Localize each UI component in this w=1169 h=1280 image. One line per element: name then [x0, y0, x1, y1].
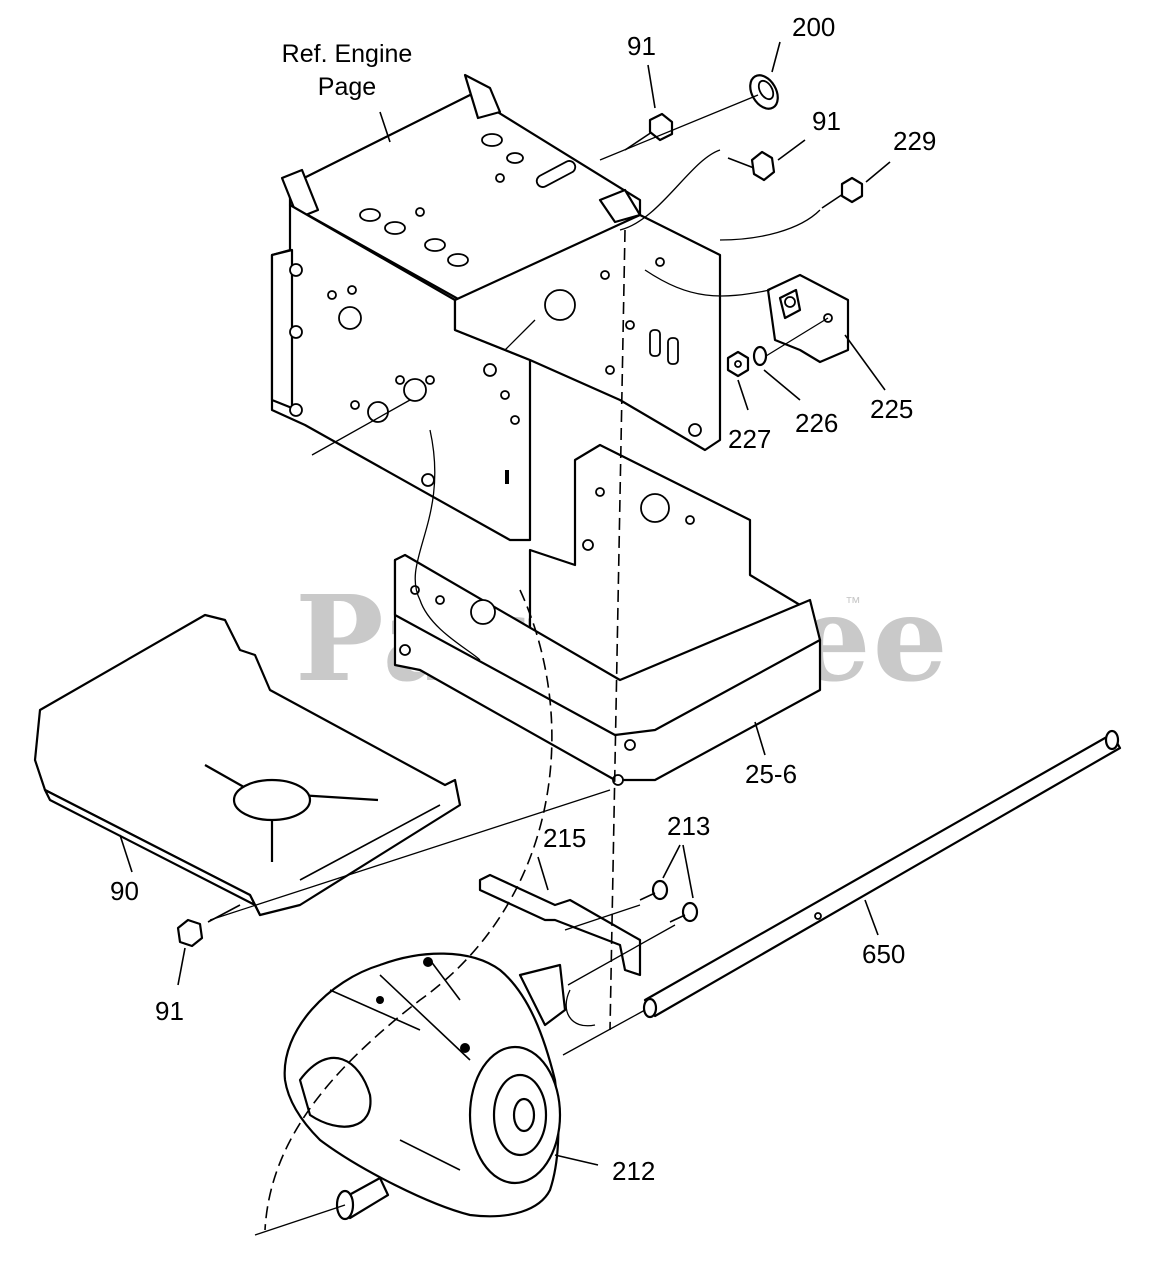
- bolt-part-91-top: [624, 112, 674, 151]
- washer-part-226: [752, 345, 768, 367]
- bolt-part-229: [821, 176, 864, 209]
- frame-part-25-6: [393, 443, 822, 786]
- callout-215: 215: [543, 823, 586, 853]
- bracket-part-215: [478, 873, 642, 977]
- bolt-part-91-right: [727, 150, 776, 182]
- bolt-part-91-bottom: [176, 904, 241, 948]
- callout-leaders: [119, 41, 891, 1166]
- nut-part-227: [726, 350, 750, 378]
- callout-226: 226: [795, 408, 838, 438]
- engine-frame-upper: [270, 73, 722, 542]
- callout-200: 200: [792, 12, 835, 42]
- shaft-part-650: [642, 729, 1122, 1019]
- callout-91-top: 91: [627, 31, 656, 61]
- cover-plate-part-90: [33, 613, 462, 917]
- collar-part-200: [749, 74, 779, 110]
- callout-212: 212: [612, 1156, 655, 1186]
- reference-note-line1: Ref. Engine: [282, 40, 413, 68]
- callout-90: 90: [110, 876, 139, 906]
- bracket-part-225: [766, 273, 850, 364]
- screws-part-213: [639, 879, 699, 923]
- callout-227: 227: [728, 424, 771, 454]
- callout-25-6: 25-6: [745, 759, 797, 789]
- callout-91-right: 91: [812, 106, 841, 136]
- callout-225: 225: [870, 394, 913, 424]
- assembly-guide-lines: [209, 94, 829, 1236]
- callout-91-bottom: 91: [155, 996, 184, 1026]
- callout-229: 229: [893, 126, 936, 156]
- callout-213: 213: [667, 811, 710, 841]
- reference-note-line2: Page: [318, 73, 376, 101]
- callout-650: 650: [862, 939, 905, 969]
- trademark-mark: ™: [845, 595, 861, 612]
- transmission-part-212: [283, 952, 567, 1221]
